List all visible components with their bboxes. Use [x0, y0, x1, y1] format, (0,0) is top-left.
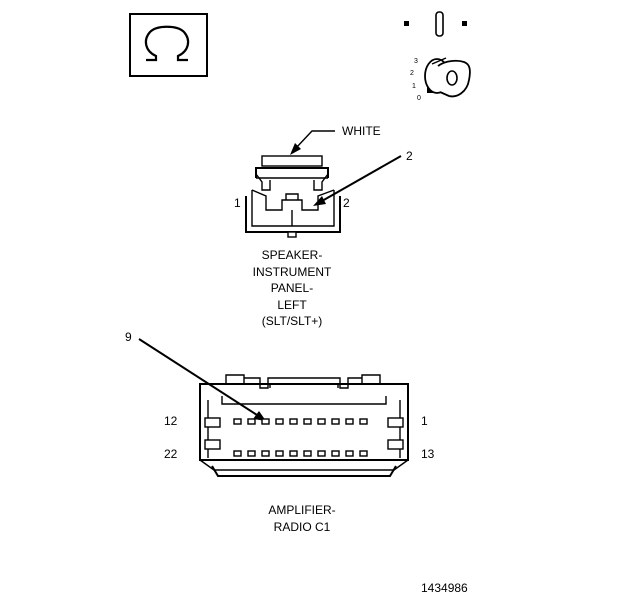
speaker-callout-label: 2 — [406, 149, 413, 163]
connector-color-label: WHITE — [342, 124, 381, 138]
ignition-position-3: 3 — [414, 58, 418, 65]
ignition-key-icon: 3 2 1 0 — [404, 11, 471, 102]
speaker-connector — [245, 155, 341, 238]
speaker-caption-line-5: (SLT/SLT+) — [262, 314, 323, 328]
speaker-caption-line-2: INSTRUMENT — [253, 265, 332, 279]
amplifier-pin-row-bottom — [233, 450, 368, 457]
amplifier-callout-label: 9 — [125, 330, 132, 344]
speaker-caption-line-3: PANEL- — [271, 281, 313, 295]
amplifier-pin-13-label: 13 — [421, 447, 435, 461]
amplifier-caption-line-2: RADIO C1 — [274, 520, 331, 534]
speaker-pin-2-label: 2 — [343, 196, 350, 210]
figure-id: 1434986 — [421, 581, 468, 595]
ignition-position-2: 2 — [410, 70, 414, 77]
amplifier-pin-row-top — [233, 418, 368, 425]
ignition-position-0: 0 — [417, 95, 421, 102]
amplifier-caption-line-1: AMPLIFIER- — [268, 503, 335, 517]
speaker-pin-1-label: 1 — [234, 196, 241, 210]
speaker-caption-line-4: LEFT — [277, 298, 307, 312]
ignition-position-1: 1 — [412, 83, 416, 90]
omega-symbol-icon — [129, 13, 208, 77]
amplifier-connector — [199, 374, 409, 477]
amplifier-pin-12-label: 12 — [164, 414, 178, 428]
amplifier-pin-22-label: 22 — [164, 447, 178, 461]
amplifier-pin-1-label: 1 — [421, 414, 428, 428]
speaker-caption-line-1: SPEAKER- — [262, 248, 323, 262]
